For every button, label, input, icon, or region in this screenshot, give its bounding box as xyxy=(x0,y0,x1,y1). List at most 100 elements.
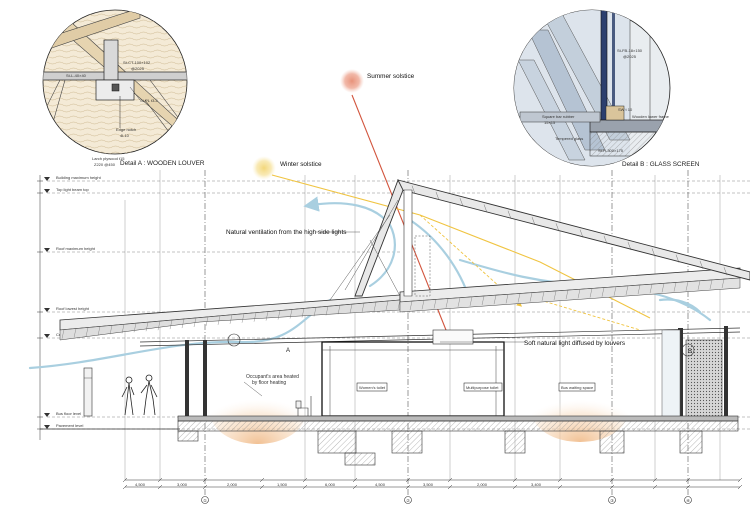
louver-slat xyxy=(169,320,173,330)
grid-axis-label: ④ xyxy=(686,498,690,503)
dimension-label: 3,000 xyxy=(177,482,188,487)
louver-slat xyxy=(205,316,209,326)
glass-screen-inner xyxy=(661,329,681,419)
louver-slat xyxy=(217,315,221,325)
dimension-label: 4,500 xyxy=(135,482,146,487)
dimension-label: 2,000 xyxy=(227,482,238,487)
dimension-label: 4,500 xyxy=(375,482,386,487)
bus-stop-sign xyxy=(83,367,93,417)
roof-louver-band-left xyxy=(59,299,401,341)
louver-slat xyxy=(529,292,533,302)
dimension-tick xyxy=(652,484,658,490)
detail-a xyxy=(42,9,188,155)
summer-solstice-label: Summer solstice xyxy=(367,73,415,80)
detail-b-label-tempered: Tempered glass xyxy=(555,136,583,141)
louver-slat xyxy=(697,280,701,290)
dimension-tick xyxy=(157,484,163,490)
roof-high-right xyxy=(397,179,750,281)
louver-slat xyxy=(289,309,293,319)
detail-a-label-edge: Edge notch xyxy=(116,127,136,132)
louver-slat xyxy=(613,286,617,296)
dimension-label: 1,500 xyxy=(277,482,288,487)
heated-area-left xyxy=(210,380,306,444)
roof-high-left xyxy=(354,178,404,297)
ventilation-flow-exhaust xyxy=(303,196,396,288)
level-label-floor: Bus floor level xyxy=(56,411,81,416)
rafter xyxy=(507,210,512,219)
heated-label-2: by floor heating xyxy=(252,380,286,386)
louver-slat xyxy=(325,306,329,316)
dimension-tick xyxy=(557,484,563,490)
dimension-tick xyxy=(157,477,163,483)
louver-slat xyxy=(337,305,341,315)
rafter xyxy=(459,198,464,207)
room-label-multi: Multipurpose toilet xyxy=(466,385,499,390)
glass-screen xyxy=(685,339,723,419)
louver-slat xyxy=(253,312,257,322)
dimension-tick xyxy=(122,484,128,490)
level-label-max: Building maximum height xyxy=(56,175,102,180)
detail-a-label-ct: St-CT-100×102 xyxy=(123,60,151,65)
dimension-tick xyxy=(512,477,518,483)
louver-slat xyxy=(673,282,677,292)
louver-slat xyxy=(145,322,149,332)
toilet-block xyxy=(321,329,505,417)
level-labels: Building maximum height Top light beam t… xyxy=(56,175,102,428)
dimension-label: 2,000 xyxy=(477,482,488,487)
rafter xyxy=(603,235,608,244)
louver-slat xyxy=(349,304,353,314)
high-side-light xyxy=(403,189,413,297)
dimension-tick xyxy=(447,484,453,490)
louver-slat xyxy=(433,299,437,309)
detail-a-label-angle: St-L-40×40 xyxy=(66,73,87,78)
louver-slat xyxy=(577,289,581,299)
louver-slat xyxy=(661,283,665,293)
louver-slat xyxy=(277,310,281,320)
louver-slat xyxy=(721,279,725,289)
louver-slat xyxy=(385,301,389,311)
louver-slat xyxy=(85,327,89,337)
dimension-tick xyxy=(609,484,615,490)
winter-solstice-label: Winter solstice xyxy=(280,161,322,168)
rafter xyxy=(483,204,488,213)
room-label-bus: Bus waiting space xyxy=(561,385,594,390)
detail-b-label-rubber: Square bar rubber xyxy=(542,114,575,119)
rafter xyxy=(723,267,728,276)
floor-slab xyxy=(177,415,739,466)
people-figures xyxy=(121,374,158,416)
louver-slats xyxy=(61,279,725,339)
left-level-markers xyxy=(44,177,50,429)
room-labels: Women's toilet Multipurpose toilet Bus w… xyxy=(356,382,596,392)
louver-slat xyxy=(397,299,401,310)
louver-slat xyxy=(229,314,233,324)
furniture xyxy=(295,396,312,416)
rafter xyxy=(651,248,656,257)
dimension-tick xyxy=(512,484,518,490)
rafter xyxy=(579,229,584,238)
louver-slat xyxy=(517,293,521,303)
dimension-tick xyxy=(685,477,691,483)
louver-slat xyxy=(469,296,473,306)
rafter xyxy=(675,254,680,263)
roof-louver-band-right xyxy=(399,277,741,313)
rafter xyxy=(627,242,632,251)
detail-marker-b: B xyxy=(688,349,692,355)
louver-slat xyxy=(553,290,557,301)
rafter xyxy=(555,223,560,232)
dimension-label: 3,500 xyxy=(423,482,434,487)
winter-sun-icon xyxy=(252,156,276,180)
detail-a-title: Detail A : WOODEN LOUVER xyxy=(120,160,205,167)
room-label-women: Women's toilet xyxy=(359,385,386,390)
detail-a-label-pl: St-PL t3.2 xyxy=(140,98,158,103)
louver-slat xyxy=(649,284,653,294)
louver-slat xyxy=(445,298,449,308)
louver-slat xyxy=(61,329,65,339)
butterfly-roof xyxy=(59,178,750,341)
annotation-leaders xyxy=(243,231,526,397)
dimension-tick xyxy=(609,477,615,483)
detail-b xyxy=(513,9,671,167)
dimension-tick xyxy=(259,484,265,490)
dimension-tick xyxy=(352,477,358,483)
